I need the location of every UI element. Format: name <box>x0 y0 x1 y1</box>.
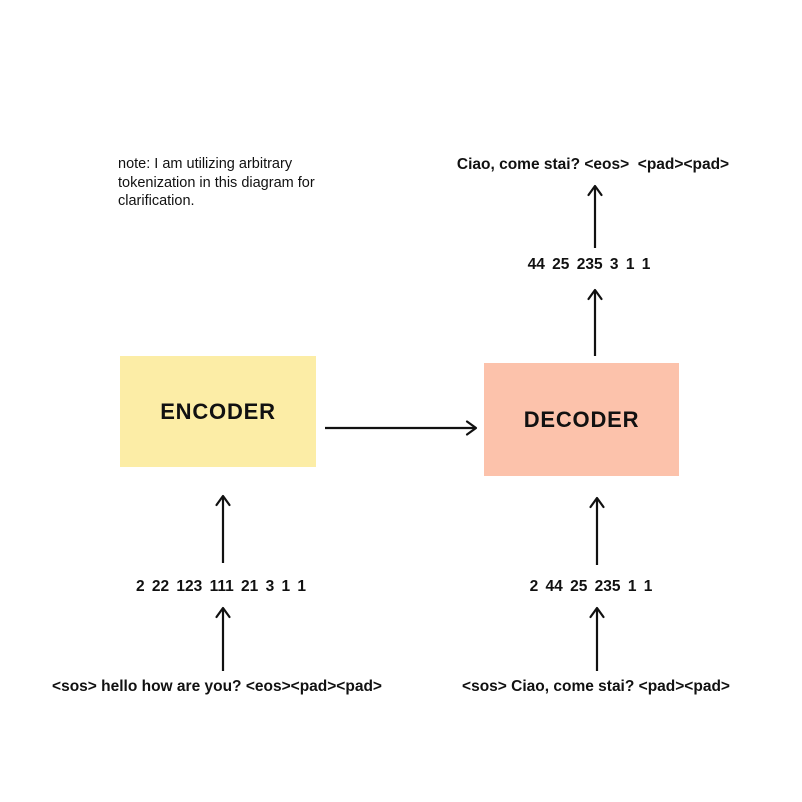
decoder-input-sentence: <sos> Ciao, come stai? <pad><pad> <box>462 678 730 695</box>
decoder-box: DECODER <box>484 363 679 476</box>
decoder-output-sentence: Ciao, come stai? <eos> <pad><pad> <box>456 156 730 173</box>
decoder-input-tokens: 2 44 25 235 1 1 <box>529 578 653 595</box>
encoder-box: ENCODER <box>120 356 316 467</box>
encoder-input-sentence: <sos> hello how are you? <eos><pad><pad> <box>52 678 382 695</box>
decoder-output-tokens: 44 25 235 3 1 1 <box>527 256 651 273</box>
decoder-label: DECODER <box>523 406 640 432</box>
encoder-input-tokens: 2 22 123 111 21 3 1 1 <box>135 578 307 595</box>
encoder-label: ENCODER <box>160 398 276 424</box>
note-text: note: I am utilizing arbitrary tokenizat… <box>118 156 315 210</box>
